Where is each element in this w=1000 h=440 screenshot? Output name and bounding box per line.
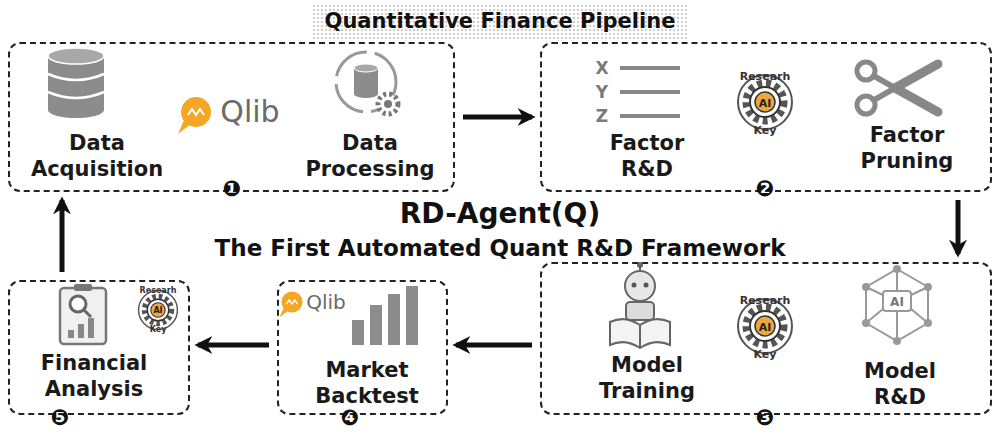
stage-box: Financial Analysis xyxy=(8,280,190,415)
stage-label: Factor Pruning xyxy=(847,122,967,174)
icon-text: Key xyxy=(754,349,777,360)
stage-label: Financial Analysis xyxy=(19,350,169,402)
stage-label: Data Processing xyxy=(285,130,455,182)
factor-list-icon xyxy=(620,68,680,116)
qlib-logo xyxy=(178,97,211,134)
icon-text: Key xyxy=(754,125,777,136)
bar-chart-icon xyxy=(352,286,418,345)
processing-icon xyxy=(336,52,398,114)
scissors-icon xyxy=(857,62,938,114)
stage-box: Market Backtest xyxy=(277,280,448,415)
stage-label: Model Training xyxy=(582,352,712,404)
callout-number: ❺ xyxy=(51,407,70,429)
flow-arrow xyxy=(456,343,532,348)
icon-text: Researh xyxy=(740,71,791,82)
flow-arrow xyxy=(956,200,961,254)
callout-number: ❹ xyxy=(341,407,360,429)
flow-arrow xyxy=(463,115,532,120)
callout-number: ❸ xyxy=(756,407,775,429)
icon-text: Researh xyxy=(140,287,177,295)
research-key-icon xyxy=(139,291,178,330)
framework-tagline: The First Automated Quant R&D Framework xyxy=(215,237,786,260)
icon-text: AI xyxy=(153,307,162,315)
research-key-icon xyxy=(738,299,792,353)
research-key-icon xyxy=(738,75,792,129)
flow-arrow xyxy=(198,343,269,348)
qlib-wordmark: Qlib xyxy=(220,97,279,127)
icon-text: Key xyxy=(150,326,167,334)
icon-text: AI xyxy=(759,322,772,333)
icon-text: AI xyxy=(759,98,772,109)
framework-name: RD-Agent(Q) xyxy=(400,200,600,228)
qlib-logo xyxy=(279,292,302,318)
callout-number: ❶ xyxy=(223,178,242,200)
axis-letter: Y xyxy=(596,84,608,101)
icon-text: Researh xyxy=(740,295,791,306)
qlib-wordmark: Qlib xyxy=(306,292,346,312)
stage-box: Model Training Model R&D xyxy=(540,262,992,415)
axis-letter: Z xyxy=(596,108,608,125)
stage-label: Model R&D xyxy=(845,358,955,410)
stage-label: Data Acquisition xyxy=(12,130,182,182)
axis-letter: X xyxy=(595,60,608,77)
database-icon xyxy=(48,48,104,118)
report-icon xyxy=(60,284,106,344)
icon-text: AI xyxy=(890,296,904,308)
robot-reader-icon xyxy=(610,262,670,348)
callout-number: ❷ xyxy=(756,178,775,200)
stage-label: Factor R&D xyxy=(592,130,702,182)
stage-label: Market Backtest xyxy=(302,357,432,409)
flow-arrow xyxy=(60,200,65,272)
diagram-title: Quantitative Finance Pipeline xyxy=(0,9,1000,33)
ai-network-icon xyxy=(863,266,931,344)
